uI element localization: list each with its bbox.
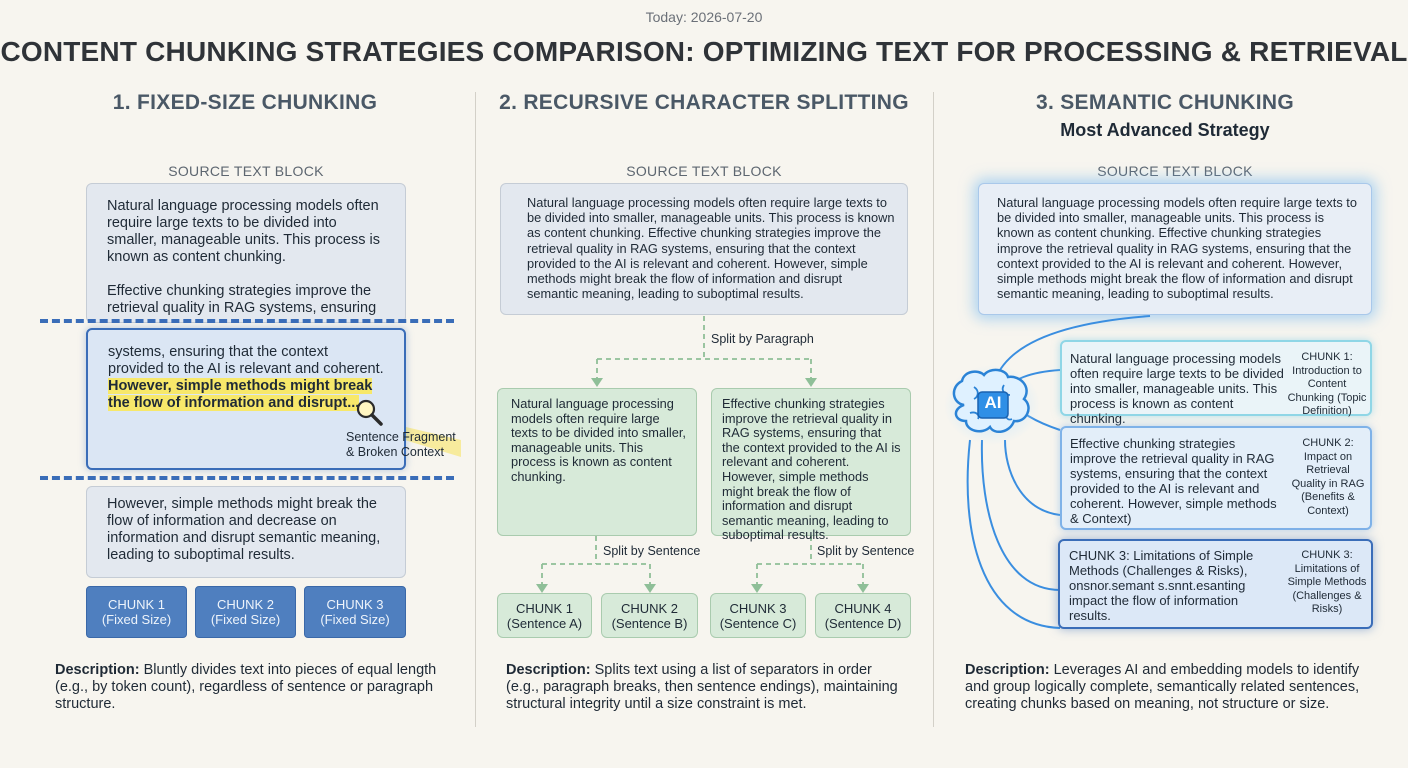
annotation-label-2: & Broken Context	[346, 445, 444, 459]
fixed-middle-chunk: systems, ensuring that the context provi…	[86, 328, 406, 470]
recursive-description-label: Description:	[506, 662, 591, 678]
fixed-chunk-3: CHUNK 3 (Fixed Size)	[304, 586, 406, 638]
recursive-paragraph-left: Natural language processing models often…	[497, 388, 697, 536]
semantic-chunk-2: Effective chunking strategies improve th…	[1060, 426, 1372, 530]
recursive-paragraph-right-text: Effective chunking strategies improve th…	[722, 396, 901, 543]
recursive-chunk-1-title: CHUNK 1	[515, 600, 574, 616]
semantic-chunk-1-title: CHUNK 1: Introduction to Content Chunkin…	[1287, 351, 1367, 417]
fixed-description-label: Description:	[55, 662, 140, 678]
semantic-description-label: Description:	[965, 662, 1050, 678]
semantic-description-text: Leverages AI and embedding models to ide…	[965, 662, 1360, 712]
semantic-chunk-2-text: Effective chunking strategies improve th…	[1070, 436, 1277, 526]
fixed-middle-highlight: However, simple methods might break the …	[108, 378, 386, 412]
semantic-title: 3. SEMANTIC CHUNKING	[1035, 91, 1294, 114]
split-by-sentence-label-right: Split by Sentence	[817, 544, 915, 558]
recursive-source-label: SOURCE TEXT BLOCK	[626, 163, 782, 179]
fixed-cut-line-top	[40, 319, 454, 323]
semantic-chunk-2-title: CHUNK 2: Impact on Retrieval Quality in …	[1291, 437, 1365, 517]
semantic-chunk-1: Natural language processing models often…	[1060, 340, 1372, 426]
fixed-bottom-text: However, simple methods might break the …	[107, 496, 381, 563]
semantic-chunk-1-text: Natural language processing models often…	[1070, 351, 1284, 426]
recursive-chunk-4-title: CHUNK 4	[834, 600, 892, 616]
fixed-chunk-2-title: CHUNK 2	[216, 597, 275, 612]
semantic-source-block: Natural language processing models often…	[978, 183, 1372, 315]
date-label: Today: 2026-07-20	[645, 9, 763, 25]
fixed-chunk-1-title: CHUNK 1	[107, 597, 166, 612]
ai-label: AI	[984, 393, 1002, 412]
semantic-chunk-3-text: CHUNK 3: Limitations of Simple Methods (…	[1069, 548, 1254, 623]
recursive-chunk-4-sub: (Sentence D)	[824, 615, 902, 631]
recursive-description: Description: Splits text using a list of…	[506, 662, 906, 713]
fixed-source-paragraph-2: Effective chunking strategies improve th…	[107, 283, 377, 316]
recursive-chunk-2-title: CHUNK 2	[620, 600, 679, 616]
page-title: CONTENT CHUNKING STRATEGIES COMPARISON: …	[0, 36, 1408, 67]
fixed-size-title: 1. FIXED-SIZE CHUNKING	[112, 91, 378, 114]
magnifier-icon	[356, 399, 383, 426]
broken-sentence-highlight: However, simple methods might break the …	[108, 378, 373, 411]
recursive-paragraph-right: Effective chunking strategies improve th…	[711, 388, 911, 542]
recursive-connectors	[536, 316, 869, 593]
column-divider-1	[475, 92, 476, 727]
recursive-paragraph-left-text: Natural language processing models often…	[511, 396, 686, 484]
fixed-description: Description: Bluntly divides text into p…	[55, 662, 450, 713]
recursive-chunk-1-sub: (Sentence A)	[506, 615, 583, 631]
semantic-description: Description: Leverages AI and embedding …	[965, 662, 1365, 713]
recursive-description-text: Splits text using a list of separators i…	[506, 662, 898, 712]
fixed-middle-text: systems, ensuring that the context provi…	[108, 344, 384, 377]
recursive-chunk-3-title: CHUNK 3	[729, 600, 787, 616]
ai-brain-icon	[944, 365, 1040, 445]
fixed-chunk-1-sub: (Fixed Size)	[101, 612, 172, 627]
fixed-source-block: Natural language processing models often…	[86, 183, 406, 323]
recursive-title: 2. RECURSIVE CHARACTER SPLITTING	[499, 91, 909, 114]
semantic-connectors	[966, 315, 1151, 629]
fixed-chunk-1: CHUNK 1 (Fixed Size)	[86, 586, 187, 638]
semantic-source-label: SOURCE TEXT BLOCK	[1097, 163, 1253, 179]
fixed-bottom-block: However, simple methods might break the …	[86, 486, 406, 578]
recursive-chunk-2: CHUNK 2 (Sentence B)	[601, 593, 698, 638]
recursive-chunk-3: CHUNK 3 (Sentence C)	[710, 593, 806, 638]
fixed-chunk-3-sub: (Fixed Size)	[320, 612, 390, 627]
fixed-source-paragraph-1: Natural language processing models often…	[107, 198, 380, 265]
recursive-source-text: Natural language processing models often…	[527, 195, 895, 302]
semantic-subtitle: Most Advanced Strategy	[1060, 120, 1270, 140]
recursive-chunk-2-sub: (Sentence B)	[611, 615, 688, 631]
fixed-source-label: SOURCE TEXT BLOCK	[168, 163, 324, 179]
column-divider-2	[933, 92, 934, 727]
recursive-chunk-1: CHUNK 1 (Sentence A)	[497, 593, 592, 638]
fixed-chunk-2: CHUNK 2 (Fixed Size)	[195, 586, 296, 638]
semantic-chunk-3-title: CHUNK 3: Limitations of Simple Methods (…	[1287, 549, 1367, 615]
recursive-chunk-3-sub: (Sentence C)	[719, 615, 797, 631]
recursive-source-block: Natural language processing models often…	[500, 183, 908, 315]
semantic-chunk-3: CHUNK 3: Limitations of Simple Methods (…	[1058, 539, 1373, 629]
fixed-chunk-2-sub: (Fixed Size)	[210, 612, 281, 627]
split-by-paragraph-label: Split by Paragraph	[711, 332, 814, 346]
fixed-chunk-3-title: CHUNK 3	[326, 597, 384, 612]
fixed-cut-line-bottom	[40, 476, 454, 480]
recursive-chunk-4: CHUNK 4 (Sentence D)	[815, 593, 911, 638]
fixed-description-text: Bluntly divides text into pieces of equa…	[55, 662, 437, 712]
semantic-source-text: Natural language processing models often…	[997, 195, 1357, 302]
annotation-label-1: Sentence Fragment	[346, 430, 456, 444]
split-by-sentence-label-left: Split by Sentence	[603, 544, 701, 558]
